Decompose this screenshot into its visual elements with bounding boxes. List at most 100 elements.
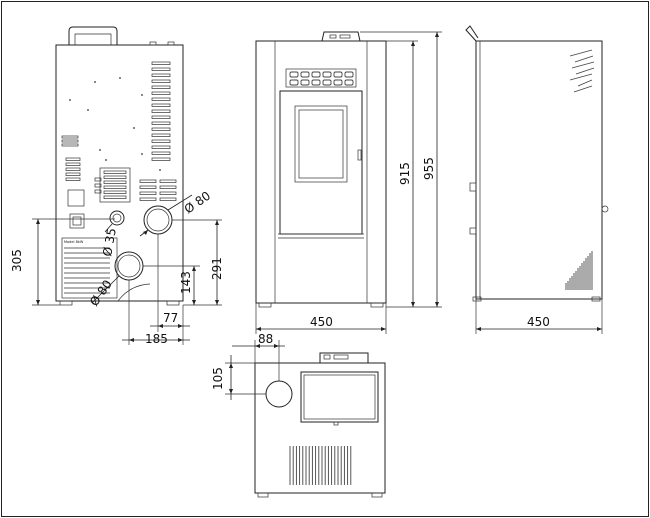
side-louver xyxy=(571,61,595,69)
terminal-slot xyxy=(103,180,127,184)
rivet xyxy=(133,127,135,129)
dim-915-text: 915 xyxy=(398,162,412,185)
top-view-control-button xyxy=(323,354,331,360)
louver-slot xyxy=(151,67,171,71)
rivet xyxy=(94,81,96,83)
dim-450-side-text: 450 xyxy=(527,315,550,329)
dim-arrow xyxy=(256,327,261,331)
smoke-outlet-circle xyxy=(143,205,173,235)
dim-arrow xyxy=(274,344,279,348)
dim-105-text: 105 xyxy=(211,367,225,390)
side-view-dimensions: 450 xyxy=(475,299,603,334)
grill-cell xyxy=(344,71,354,78)
grill-cell xyxy=(289,79,299,86)
front-view-body xyxy=(255,40,387,304)
connection-strip xyxy=(99,167,131,203)
grill-cell xyxy=(300,71,310,78)
power-socket xyxy=(69,213,85,229)
connection-strip-frame xyxy=(99,167,131,203)
side-view-foot xyxy=(591,296,601,302)
hopper-lid-inner xyxy=(303,374,376,420)
dia-80-bottom-leader xyxy=(91,275,120,304)
dim-arrow xyxy=(215,300,219,305)
louver-slot xyxy=(139,185,157,189)
vent-slot xyxy=(61,135,79,139)
rivet xyxy=(69,99,71,101)
hopper-latch xyxy=(333,421,339,426)
top-view-grill xyxy=(289,446,352,485)
model-plate-label: Model 8kW xyxy=(64,240,84,244)
vent-slot xyxy=(61,143,79,147)
dim-arrow xyxy=(255,344,260,348)
dim-143-text: 143 xyxy=(179,271,193,294)
side-door-latch xyxy=(469,227,477,235)
terminal-slot xyxy=(103,190,127,194)
air-inlet-inner xyxy=(117,254,141,278)
grill-cell xyxy=(300,79,310,86)
dim-arrow xyxy=(381,327,386,331)
louver-slot xyxy=(151,97,171,101)
dim-305-text: 305 xyxy=(10,249,24,272)
dia-35-leader xyxy=(104,223,113,233)
louver-slot xyxy=(151,91,171,95)
back-view-handle-inner xyxy=(74,33,112,45)
back-view-left-slots xyxy=(61,135,102,194)
back-view-body xyxy=(55,44,184,302)
rivet xyxy=(119,77,121,79)
louver-slot xyxy=(139,179,157,183)
back-view-top-tab xyxy=(167,41,175,46)
louver-slot xyxy=(151,73,171,77)
small-outlet-inner xyxy=(112,213,122,223)
louver-slot xyxy=(159,197,177,201)
vent-slot xyxy=(94,177,102,182)
grill-cell xyxy=(322,71,332,78)
dia-80-bottom-text: Ø 80 xyxy=(87,277,115,308)
top-view xyxy=(254,352,386,498)
rivet xyxy=(87,109,89,111)
vent-slot xyxy=(94,189,102,194)
dim-450-front-text: 450 xyxy=(310,315,333,329)
vent-slot xyxy=(65,162,81,166)
side-louver xyxy=(573,85,593,93)
dim-77-text: 77 xyxy=(163,311,178,325)
door-glass xyxy=(294,105,348,183)
louver-slot xyxy=(159,191,177,195)
back-view-foot xyxy=(166,300,180,306)
louver-slot xyxy=(151,79,171,83)
louver-slot xyxy=(151,61,171,65)
dim-arrow xyxy=(129,338,134,342)
louver-slot xyxy=(151,139,171,143)
grill-cell xyxy=(289,71,299,78)
front-view-dimensions: 915 955 450 xyxy=(255,31,442,334)
side-view xyxy=(465,25,609,302)
top-view-control-panel xyxy=(319,352,369,364)
back-view: Model 8kW xyxy=(55,26,184,306)
top-view-body xyxy=(254,362,386,494)
front-view-foot xyxy=(370,302,384,308)
dim-arrow xyxy=(411,41,415,46)
vent-slot xyxy=(65,167,81,171)
side-louver xyxy=(569,49,593,57)
dim-291-text: 291 xyxy=(210,257,224,280)
louver-slot xyxy=(139,191,157,195)
hopper-lid xyxy=(300,371,379,423)
side-view-top-louvers xyxy=(569,49,595,93)
air-inlet-circle xyxy=(114,251,144,281)
vent-slot xyxy=(65,177,81,181)
top-view-foot xyxy=(371,492,383,498)
side-view-body xyxy=(475,40,603,300)
top-view-foot xyxy=(257,492,269,498)
model-plate-lines xyxy=(64,247,110,294)
grill-frame xyxy=(285,68,357,88)
dim-arrow xyxy=(229,389,233,394)
dim-arrow xyxy=(192,266,196,271)
louver-slot xyxy=(151,151,171,155)
back-view-rivets xyxy=(69,77,161,171)
louver-slot xyxy=(159,185,177,189)
stove-door xyxy=(279,90,363,235)
back-view-top-tab xyxy=(149,41,157,46)
dim-arrow xyxy=(215,220,219,225)
power-switch-icon xyxy=(72,216,82,226)
